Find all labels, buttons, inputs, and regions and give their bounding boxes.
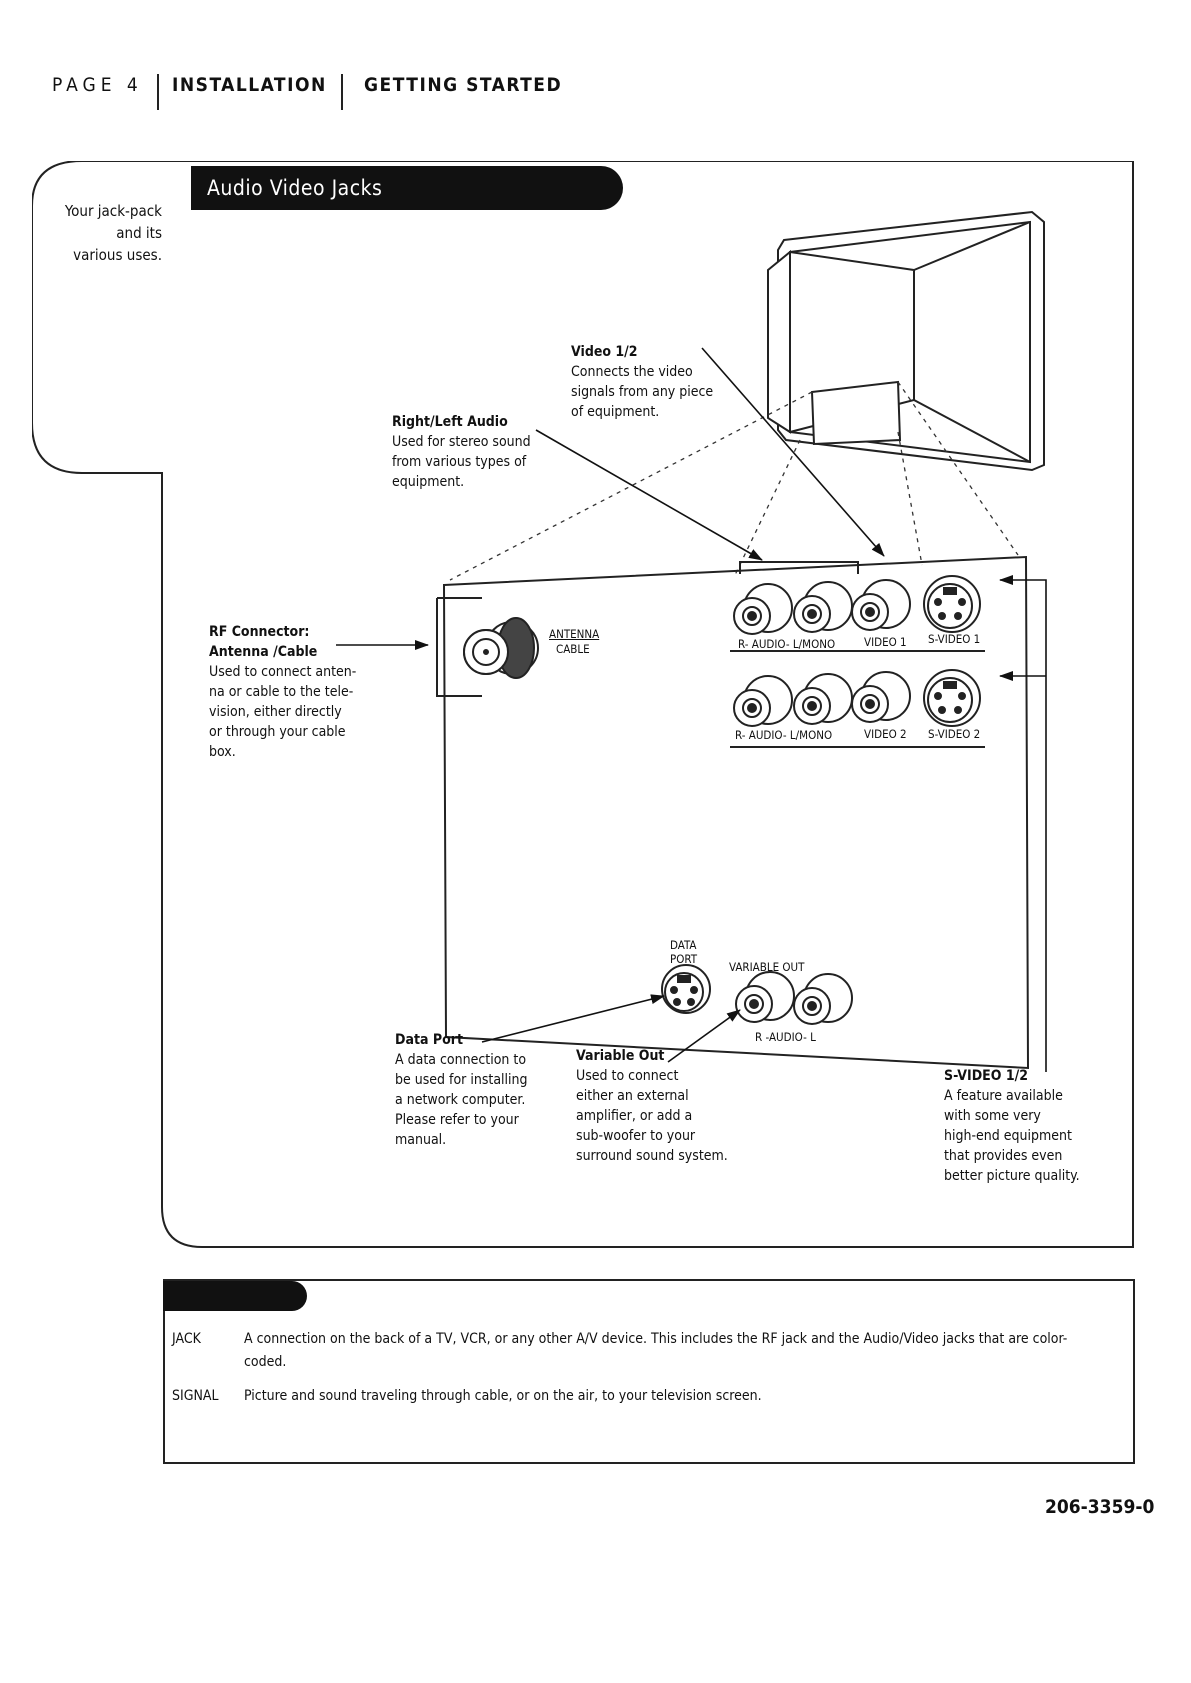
rca-jack — [851, 579, 911, 631]
header-divider — [341, 74, 343, 110]
callout-text: Used for stereo sound from various types… — [392, 434, 531, 490]
callout-title: Data Port — [395, 1032, 463, 1048]
rca-jack — [735, 971, 795, 1023]
row1-video-label: VIDEO 1 — [864, 635, 907, 649]
callout-title: Variable Out — [576, 1048, 665, 1064]
antenna-connector — [463, 617, 539, 679]
callout-text: A data connection to be used for install… — [395, 1052, 528, 1148]
callout-audio: Right/Left Audio Used for stereo sound f… — [392, 412, 531, 492]
doc-number: 206-3359-0 — [1045, 1496, 1155, 1518]
antenna-label: ANTENNA — [549, 627, 600, 641]
projection-lines — [449, 381, 1019, 581]
row1-audio-label: R- AUDIO- L/MONO — [738, 637, 836, 651]
callout-svideo: S-VIDEO 1/2 A feature available with som… — [944, 1066, 1080, 1186]
callout-rf: RF Connector: Antenna /Cable Used to con… — [209, 622, 356, 762]
callout-dataport: Data Port A data connection to be used f… — [395, 1030, 528, 1150]
callout-title: S-VIDEO 1/2 — [944, 1068, 1028, 1084]
rca-jack — [793, 673, 853, 725]
cable-label: CABLE — [556, 642, 590, 656]
rca-jack — [733, 675, 793, 727]
callout-title: Right/Left Audio — [392, 414, 508, 430]
callout-text: Used to connect either an external ampli… — [576, 1068, 728, 1164]
svideo-jack — [923, 669, 981, 727]
tv-rear-illustration — [767, 210, 1045, 472]
main-frame — [32, 161, 1134, 1248]
row2-video-label: VIDEO 2 — [864, 727, 907, 741]
rca-jack — [733, 583, 793, 635]
variable-out-label: VARIABLE OUT — [729, 960, 805, 974]
row1-svideo-label: S-VIDEO 1 — [928, 632, 981, 646]
row2-svideo-label: S-VIDEO 2 — [928, 727, 981, 741]
jack-row-1 — [733, 575, 981, 635]
variable-out-jacks — [735, 971, 853, 1025]
section-title: Audio Video Jacks — [191, 166, 623, 210]
glossary-tab — [163, 1281, 307, 1311]
rca-jack — [851, 671, 911, 723]
data-port-label: PORT — [670, 952, 698, 966]
callout-varout: Variable Out Used to connect either an e… — [576, 1046, 728, 1166]
callout-title: Video 1/2 — [571, 344, 638, 360]
callout-video12: Video 1/2 Connects the video signals fro… — [571, 342, 713, 422]
row2-audio-label: R- AUDIO- L/MONO — [735, 728, 833, 742]
callout-text: Used to connect anten- na or cable to th… — [209, 664, 357, 760]
jack-panel-outline — [436, 555, 1030, 1070]
callout-text: A feature available with some very high-… — [944, 1088, 1080, 1184]
glossary-term: SIGNAL — [172, 1388, 219, 1404]
data-port-label: DATA — [670, 938, 697, 952]
callout-title: RF Connector: Antenna /Cable — [209, 624, 318, 660]
glossary-term: JACK — [172, 1331, 201, 1347]
rca-jack — [793, 581, 853, 633]
callout-arrows — [336, 347, 1047, 1072]
sidebar-note: Your jack-pack and its various uses. — [64, 202, 162, 264]
callout-text: Connects the video signals from any piec… — [571, 364, 714, 420]
rca-jack — [793, 973, 853, 1025]
data-port-jack — [661, 964, 711, 1014]
svideo-jack — [923, 575, 981, 633]
glossary-definition: Picture and sound traveling through cabl… — [244, 1388, 762, 1404]
header-divider — [157, 74, 159, 110]
page-number: PAGE 4 — [52, 74, 143, 96]
variable-audio-label: R -AUDIO- L — [755, 1030, 816, 1044]
glossary-box — [163, 1279, 1135, 1464]
glossary-definition: A connection on the back of a TV, VCR, o… — [244, 1331, 1068, 1370]
header-subsection: GETTING STARTED — [364, 74, 563, 96]
header-section: INSTALLATION — [172, 74, 327, 96]
jack-row-2 — [733, 669, 981, 727]
